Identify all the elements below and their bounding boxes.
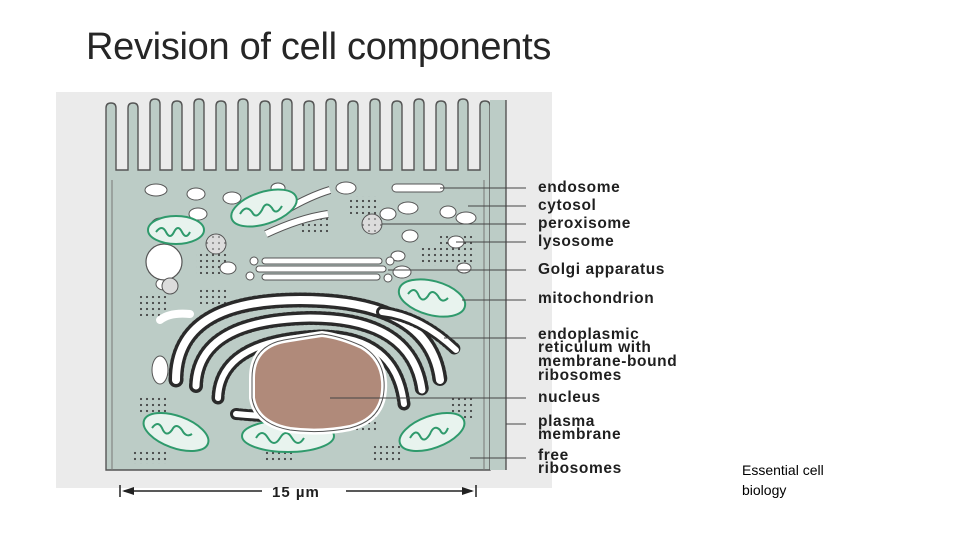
lysosome bbox=[146, 244, 182, 280]
caption-line-2: biology bbox=[742, 480, 862, 500]
label-mitochondrion: mitochondrion bbox=[538, 290, 654, 307]
caption-line-1: Essential cell bbox=[742, 460, 862, 480]
label-plasma-line2: membrane bbox=[538, 426, 621, 443]
label-endosome: endosome bbox=[538, 179, 620, 196]
mitochondrion bbox=[148, 216, 204, 244]
label-free-line2: ribosomes bbox=[538, 460, 622, 477]
label-lysosome: lysosome bbox=[538, 233, 614, 250]
label-nucleus: nucleus bbox=[538, 389, 601, 406]
label-er-line4: ribosomes bbox=[538, 367, 622, 384]
golgi-apparatus bbox=[246, 257, 394, 282]
scale-bar-label: 15 µm bbox=[272, 484, 320, 501]
label-golgi: Golgi apparatus bbox=[538, 261, 665, 278]
nucleus bbox=[252, 334, 384, 432]
label-cytosol: cytosol bbox=[538, 197, 596, 214]
label-peroxisome: peroxisome bbox=[538, 215, 631, 232]
source-caption: Essential cell biology bbox=[742, 460, 862, 500]
labels: endosome cytosol peroxisome lysosome Gol… bbox=[538, 179, 677, 477]
